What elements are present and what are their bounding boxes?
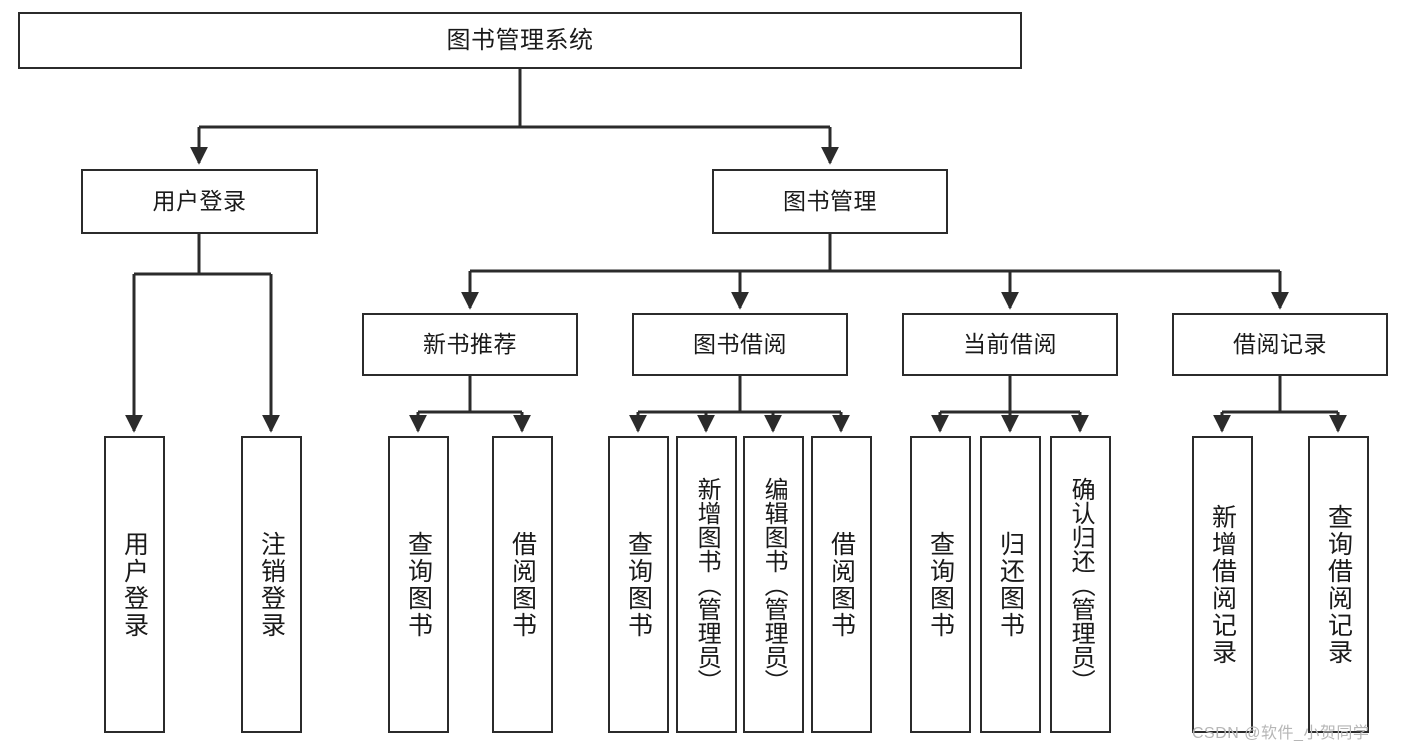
node-book-borrow[interactable]: 图书借阅 <box>632 313 848 376</box>
leaf-user-login[interactable]: 用户登录 <box>104 436 165 733</box>
leaf-add-book-label: 新增图书（管理员） <box>693 476 721 693</box>
leaf-query-book-2-label: 查询图书 <box>624 530 653 639</box>
node-current-borrow[interactable]: 当前借阅 <box>902 313 1118 376</box>
leaf-query-book-1-label: 查询图书 <box>404 530 433 639</box>
node-new-book-recommend[interactable]: 新书推荐 <box>362 313 578 376</box>
leaf-confirm-return[interactable]: 确认归还（管理员） <box>1050 436 1111 733</box>
leaf-borrow-book-1-label: 借阅图书 <box>508 530 537 639</box>
leaf-borrow-book-2[interactable]: 借阅图书 <box>811 436 872 733</box>
csdn-watermark: CSDN @软件_小贺同学 <box>1192 725 1370 742</box>
leaf-edit-book-label: 编辑图书（管理员） <box>760 476 788 693</box>
leaf-edit-book[interactable]: 编辑图书（管理员） <box>743 436 804 733</box>
node-book-management[interactable]: 图书管理 <box>712 169 948 234</box>
node-user-login-label: 用户登录 <box>152 188 247 214</box>
node-borrow-record[interactable]: 借阅记录 <box>1172 313 1388 376</box>
node-book-management-label: 图书管理 <box>783 188 877 214</box>
leaf-confirm-return-label: 确认归还（管理员） <box>1067 476 1095 693</box>
leaf-add-record-label: 新增借阅记录 <box>1208 503 1237 666</box>
node-root-label: 图书管理系统 <box>446 26 594 54</box>
leaf-logout-login[interactable]: 注销登录 <box>241 436 302 733</box>
leaf-return-book-label: 归还图书 <box>996 530 1025 639</box>
node-new-book-recommend-label: 新书推荐 <box>423 331 517 357</box>
leaf-logout-login-label: 注销登录 <box>257 530 286 639</box>
leaf-add-record[interactable]: 新增借阅记录 <box>1192 436 1253 733</box>
leaf-user-login-label: 用户登录 <box>120 530 149 639</box>
node-borrow-record-label: 借阅记录 <box>1233 331 1327 357</box>
leaf-borrow-book-1[interactable]: 借阅图书 <box>492 436 553 733</box>
leaf-query-book-2[interactable]: 查询图书 <box>608 436 669 733</box>
leaf-query-record[interactable]: 查询借阅记录 <box>1308 436 1369 733</box>
node-book-borrow-label: 图书借阅 <box>693 331 787 357</box>
leaf-add-book[interactable]: 新增图书（管理员） <box>676 436 737 733</box>
leaf-query-book-1[interactable]: 查询图书 <box>388 436 449 733</box>
leaf-query-book-3-label: 查询图书 <box>926 530 955 639</box>
leaf-query-book-3[interactable]: 查询图书 <box>910 436 971 733</box>
node-current-borrow-label: 当前借阅 <box>963 331 1057 357</box>
leaf-return-book[interactable]: 归还图书 <box>980 436 1041 733</box>
node-root[interactable]: 图书管理系统 <box>18 12 1022 69</box>
leaf-borrow-book-2-label: 借阅图书 <box>827 530 856 639</box>
leaf-query-record-label: 查询借阅记录 <box>1324 503 1353 666</box>
node-user-login[interactable]: 用户登录 <box>81 169 318 234</box>
